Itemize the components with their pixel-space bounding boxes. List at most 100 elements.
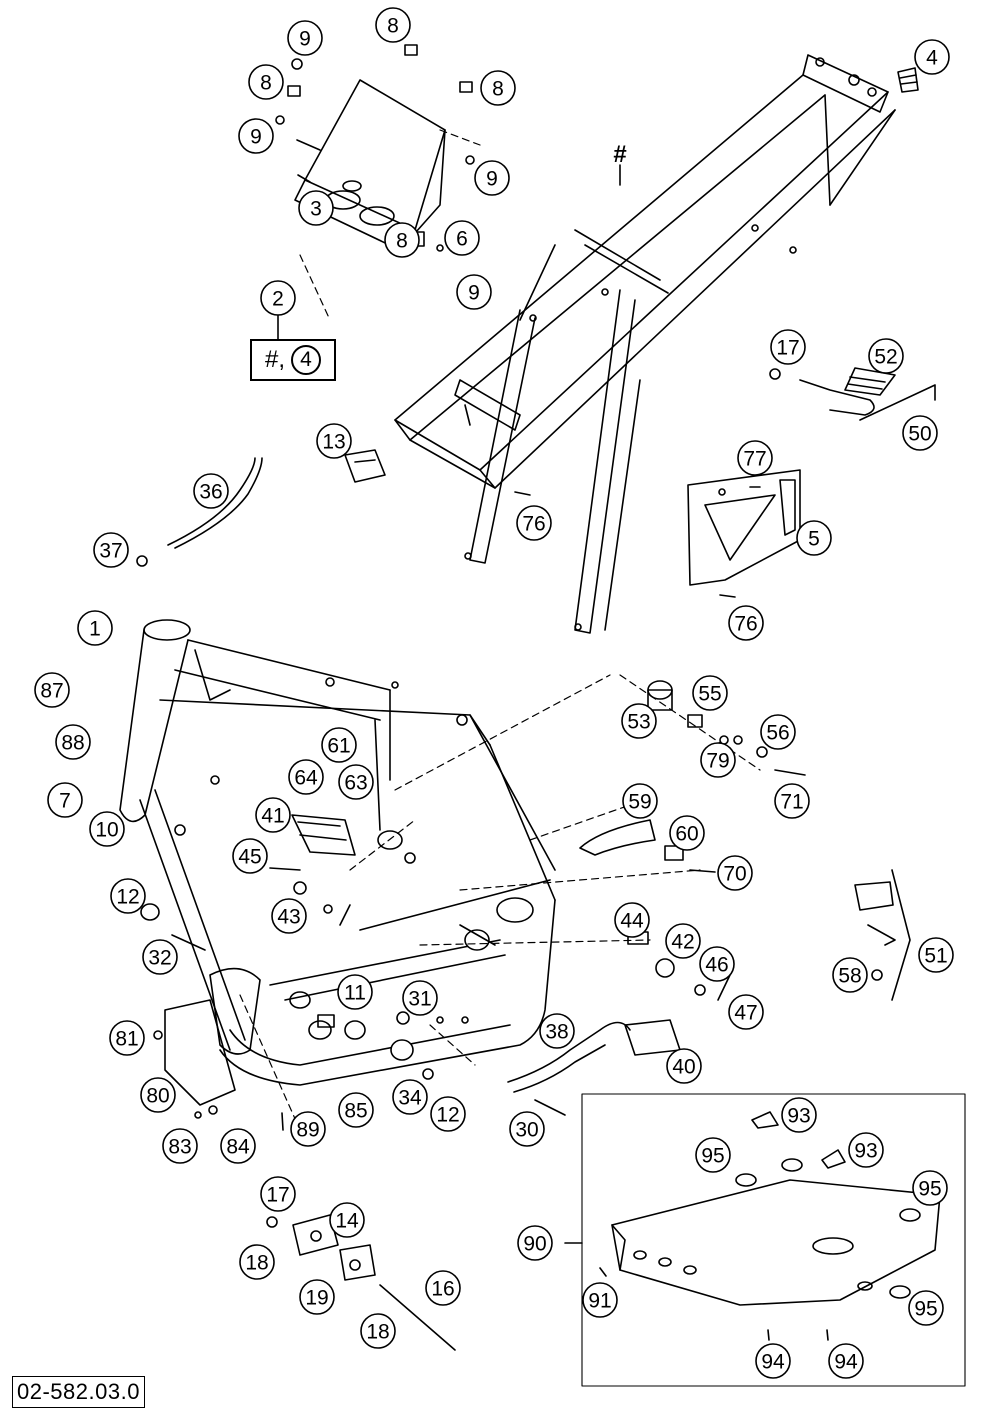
callout-12: 12 [110, 878, 146, 914]
callout-number: 46 [705, 954, 728, 977]
callout-number: 71 [780, 791, 803, 814]
callout-number: 16 [431, 1278, 454, 1301]
callout-number: 8 [387, 15, 399, 38]
callout-53: 53 [621, 703, 657, 739]
callout-number: 84 [226, 1136, 250, 1159]
callout-52: 52 [868, 338, 904, 374]
callout-77: 77 [737, 440, 773, 476]
callout-47: 47 [728, 994, 764, 1030]
main-frame-drawing [119, 619, 556, 1086]
callout-circle [774, 783, 810, 819]
callout-circle [93, 532, 129, 568]
callout-number: 93 [787, 1105, 810, 1128]
callout-number: 95 [701, 1145, 724, 1168]
callout-circle [193, 473, 229, 509]
callout-number: 36 [199, 481, 222, 504]
callout-18: 18 [239, 1244, 275, 1280]
callout-number: 85 [344, 1100, 367, 1123]
reference-box: #, 4 [250, 339, 336, 381]
callout-circle [539, 1013, 575, 1049]
callout-61: 61 [321, 727, 357, 763]
callout-87: 87 [34, 672, 70, 708]
callout-number: 3 [310, 198, 322, 221]
callout-43: 43 [271, 898, 307, 934]
callout-circle [914, 39, 950, 75]
callout-81: 81 [109, 1020, 145, 1056]
callout-number: 95 [918, 1178, 941, 1201]
callout-40: 40 [666, 1048, 702, 1084]
callout-9-2: 9 [238, 118, 274, 154]
callout-64: 64 [288, 759, 324, 795]
callout-4: 4 [914, 39, 950, 75]
callout-number: 51 [924, 945, 947, 968]
callout-circle [848, 1132, 884, 1168]
callout-number: 7 [59, 790, 71, 813]
subframe-drawing [394, 54, 896, 634]
callout-circle [260, 1176, 296, 1212]
callout-circle [622, 783, 658, 819]
callout-number: 9 [486, 168, 498, 191]
callout-90: 90 [517, 1225, 553, 1261]
callout-12-2: 12 [430, 1096, 466, 1132]
line-drawing [119, 44, 966, 1387]
callout-circle [321, 727, 357, 763]
callout-circle [868, 338, 904, 374]
callout-11: 11 [337, 974, 373, 1010]
callout-number: 76 [734, 613, 757, 636]
callout-70: 70 [717, 855, 753, 891]
callout-number: 40 [672, 1056, 695, 1079]
callout-16: 16 [425, 1270, 461, 1306]
callout-51: 51 [918, 937, 954, 973]
callout-circle [456, 274, 492, 310]
callout-circle [392, 1079, 428, 1115]
callout-circle [699, 946, 735, 982]
callout-number: 30 [515, 1119, 538, 1142]
callout-number: 58 [838, 965, 861, 988]
callout-number: 80 [146, 1085, 169, 1108]
callout-circle [338, 764, 374, 800]
callout-circle [728, 994, 764, 1030]
callout-circle [248, 64, 284, 100]
callout-number: 2 [272, 288, 284, 311]
callout-41: 41 [255, 797, 291, 833]
callout-7: 7 [47, 782, 83, 818]
callout-circle [695, 1137, 731, 1173]
callout-circle [665, 923, 701, 959]
callout-number: 91 [588, 1290, 611, 1313]
callout-circle [162, 1128, 198, 1164]
callout-number: 8 [492, 78, 504, 101]
callout-83: 83 [162, 1128, 198, 1164]
callout-number: 8 [396, 230, 408, 253]
callout-number: 61 [327, 735, 350, 758]
callout-8: 8 [375, 7, 411, 43]
callout-number: 12 [436, 1104, 459, 1127]
callout-number: 64 [294, 767, 318, 790]
callout-circle [582, 1282, 618, 1318]
callout-46: 46 [699, 946, 735, 982]
drawing-number: 02-582.03.0 [12, 1376, 145, 1408]
callout-number: 42 [671, 931, 694, 954]
callout-38: 38 [539, 1013, 575, 1049]
callout-circle [517, 1225, 553, 1261]
callout-number: 18 [366, 1321, 389, 1344]
callout-number: 32 [148, 947, 171, 970]
callout-circle [402, 980, 438, 1016]
callout-circle [299, 1279, 335, 1315]
callout-circle [110, 878, 146, 914]
callout-number: 79 [706, 750, 729, 773]
callout-circle [425, 1270, 461, 1306]
callout-number: 81 [115, 1028, 138, 1051]
callout-circle [329, 1202, 365, 1238]
callout-number: 50 [908, 423, 931, 446]
callout-circle [288, 759, 324, 795]
callout-circle [737, 440, 773, 476]
callout-number: 63 [344, 772, 367, 795]
callout-8-4: 8 [384, 222, 420, 258]
callout-number: 52 [874, 346, 897, 369]
callout-60: 60 [669, 815, 705, 851]
callout-circle [918, 937, 954, 973]
callout-number: 38 [545, 1021, 568, 1044]
hose-36-drawing [167, 457, 256, 546]
callout-circle [474, 160, 510, 196]
callout-number: 6 [456, 228, 468, 251]
